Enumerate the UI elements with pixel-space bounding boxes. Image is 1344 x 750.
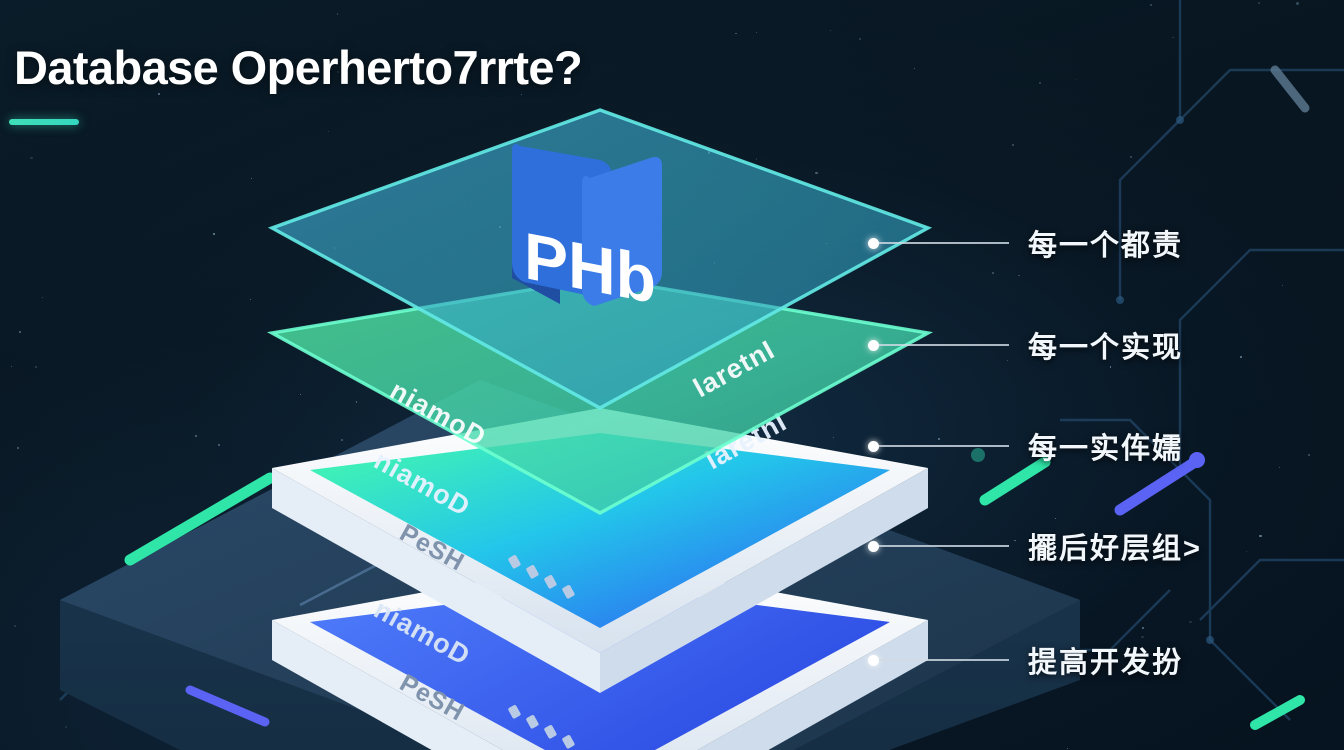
- callout-dot: [868, 339, 879, 351]
- callout-leader-line: [879, 242, 1009, 244]
- callout-leader-line: [879, 659, 1009, 661]
- callout-leader-line: [879, 545, 1009, 547]
- layer-solid-cyan[interactable]: PeSH niamoD laretnI: [272, 406, 928, 693]
- callout-dot: [868, 654, 879, 666]
- callout-5[interactable]: 提高开发扮: [868, 639, 1183, 681]
- callout-4[interactable]: 擺后好层组>: [868, 525, 1202, 567]
- accent-bars: [124, 65, 1310, 730]
- callout-1[interactable]: 每一个都责: [868, 222, 1183, 264]
- led-indicators: [508, 555, 575, 599]
- callout-dot: [868, 540, 879, 552]
- callout-label: 擺后好层组>: [1028, 533, 1202, 565]
- callout-3[interactable]: 每一实伡嬬: [868, 425, 1183, 467]
- page-title: Database Operherto7rrte?: [14, 41, 583, 94]
- callout-2[interactable]: 每一个实现: [868, 324, 1183, 366]
- callout-leader-line: [879, 445, 1009, 447]
- callout-label: 每一个实现: [1028, 332, 1184, 364]
- callout-label: 提高开发扮: [1028, 647, 1184, 679]
- callout-label: 每一个都责: [1028, 230, 1184, 262]
- php-logo: PHb: [512, 144, 662, 318]
- callout-dot: [868, 237, 879, 249]
- callout-label: 每一实伡嬬: [1028, 433, 1184, 465]
- title-underline: [9, 119, 79, 125]
- callout-dot: [868, 440, 879, 452]
- callout-leader-line: [879, 344, 1009, 346]
- led-indicators: [508, 705, 575, 749]
